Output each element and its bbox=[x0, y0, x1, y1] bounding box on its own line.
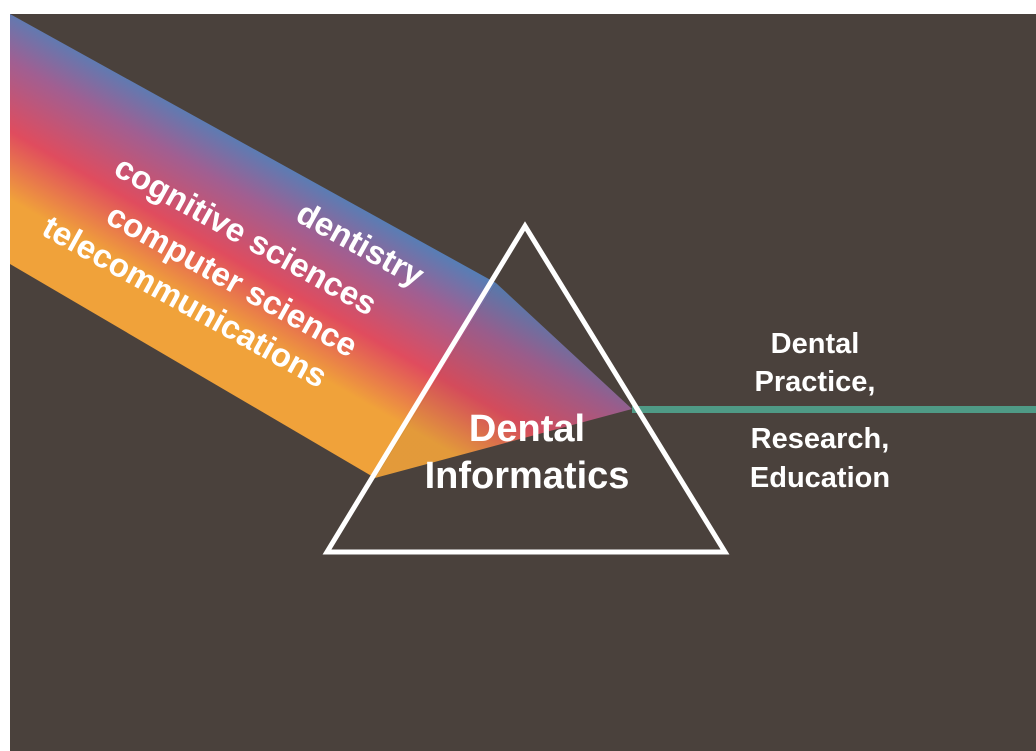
output-beam bbox=[632, 406, 1036, 413]
converging-beam bbox=[375, 283, 632, 478]
output-label-line1: Dental bbox=[771, 328, 860, 360]
prism-title-line2: Informatics bbox=[425, 455, 630, 497]
output-label-line2: Practice, bbox=[755, 366, 876, 398]
incoming-spectrum-beam bbox=[10, 14, 496, 478]
output-label-line3: Research, bbox=[751, 423, 890, 455]
prism-title-line1: Dental bbox=[469, 408, 585, 450]
prism-triangle bbox=[322, 221, 730, 555]
output-label-line4: Education bbox=[750, 462, 890, 494]
